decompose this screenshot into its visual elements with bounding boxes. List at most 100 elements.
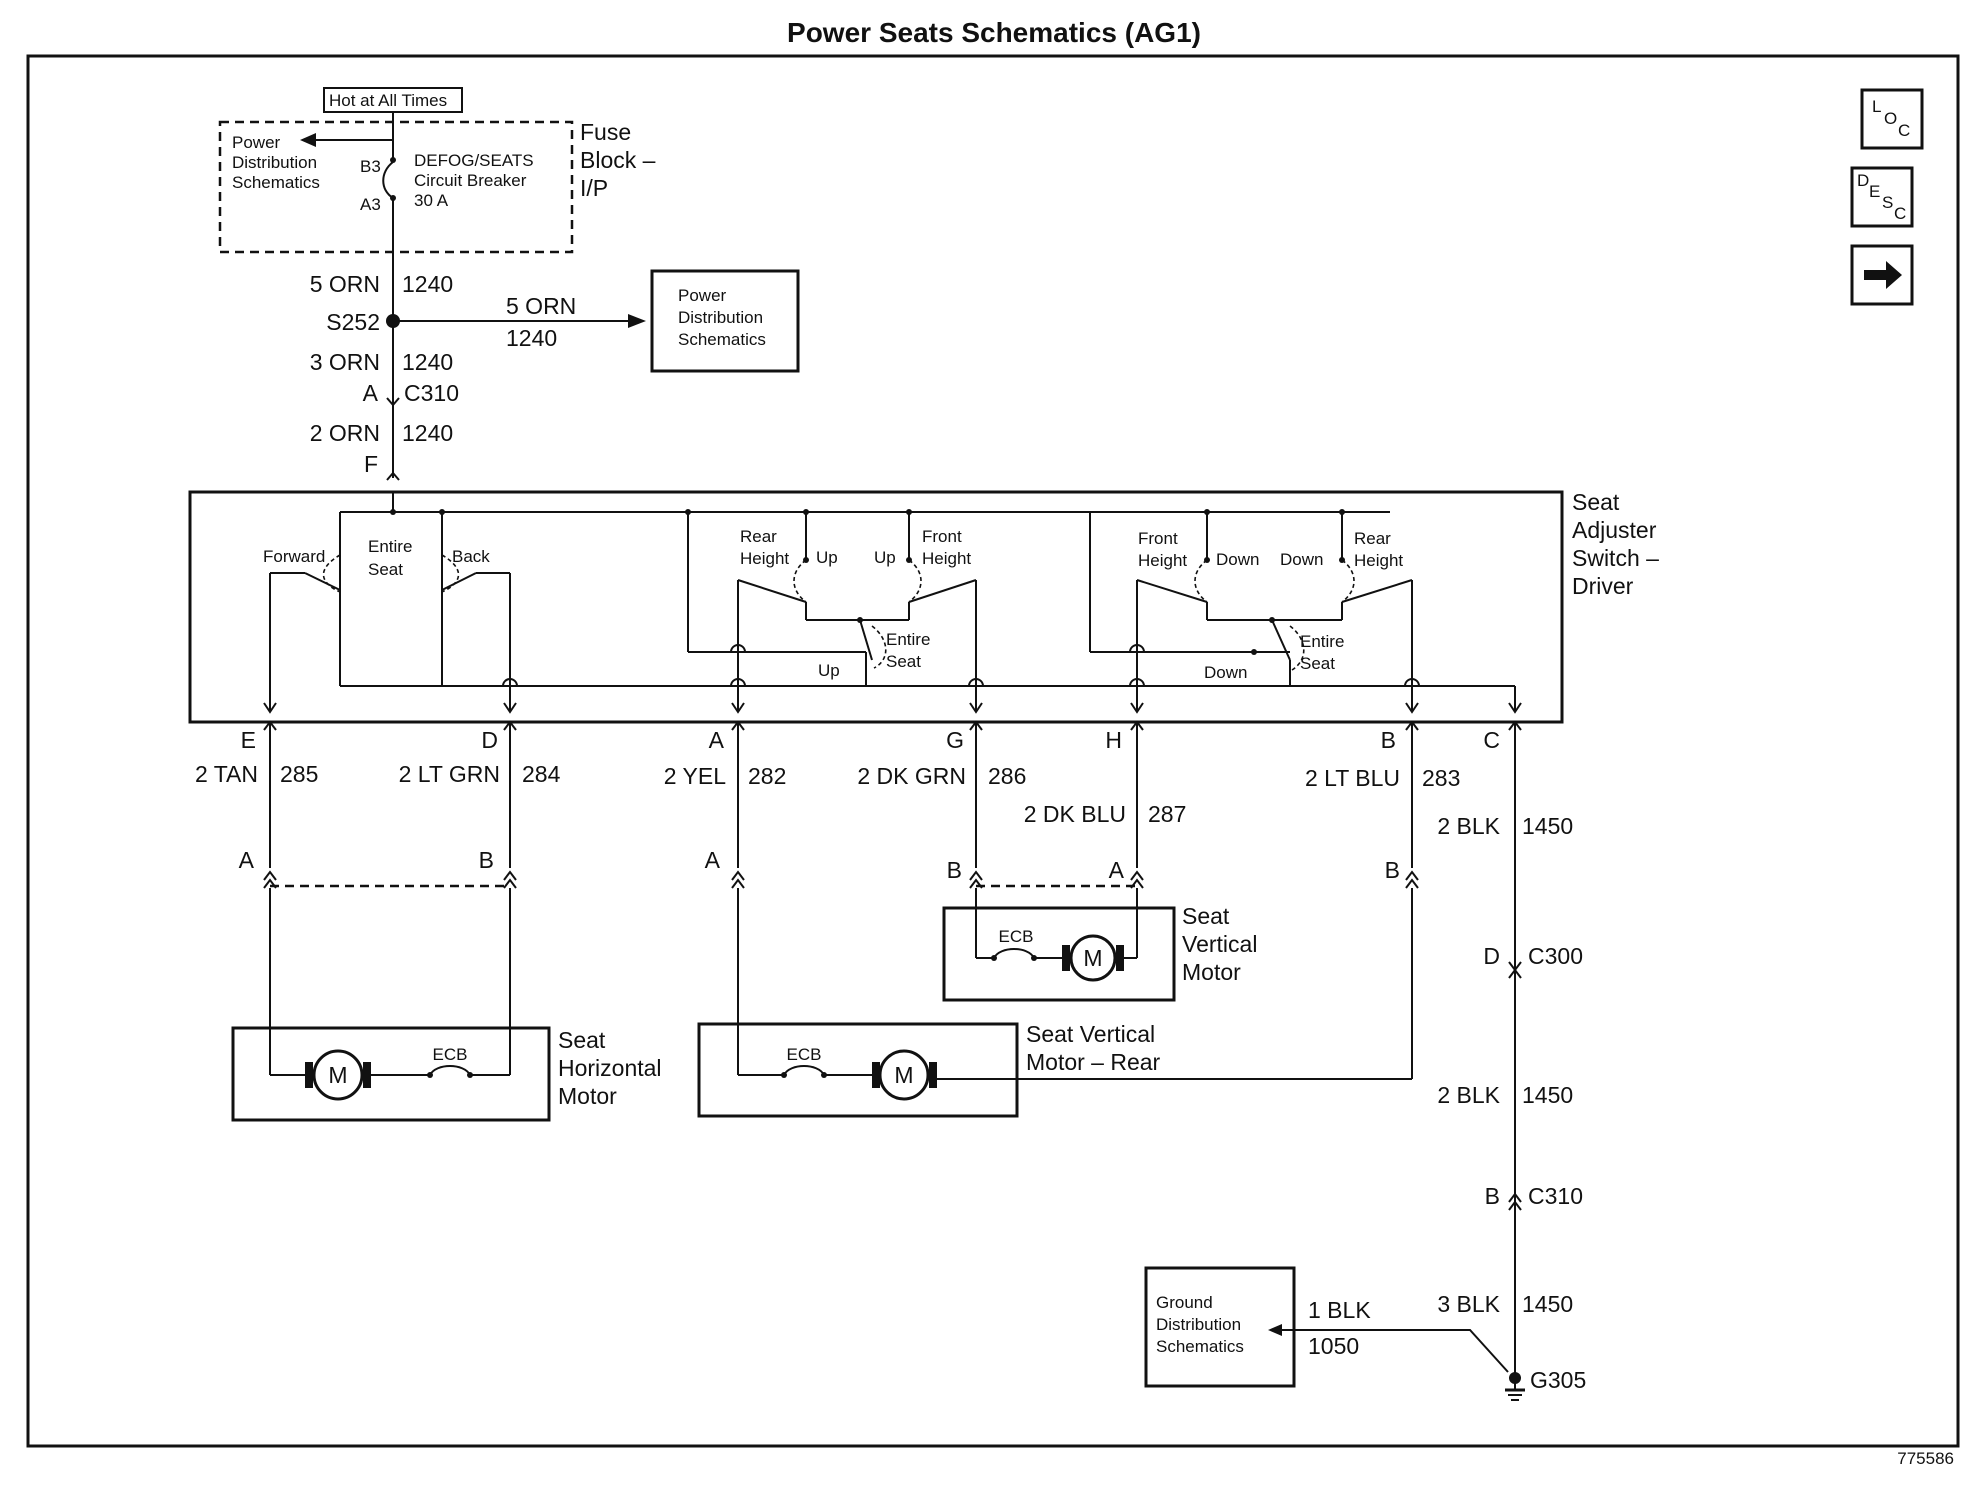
desc-s-letter: S — [1882, 193, 1893, 212]
ground-wire-3-gauge: 3 BLK — [1437, 1291, 1500, 1317]
wire-d-pin: D — [481, 727, 498, 753]
breaker-label-2: Circuit Breaker — [414, 171, 527, 190]
seat-vertical-motor-box — [942, 906, 1176, 1002]
hot-at-all-times-label: Hot at All Times — [329, 91, 447, 110]
rear-motor-m: M — [894, 1062, 913, 1088]
switch-label-down-3: Down — [1204, 663, 1247, 682]
switch-label-entire-seat-2a: Entire — [886, 630, 930, 649]
horizontal-motor-label-2: Horizontal — [558, 1055, 662, 1081]
fuse-block-label-1: Fuse — [580, 119, 631, 145]
wire-d-gauge: 2 LT GRN — [399, 761, 500, 787]
ground-point-label: G305 — [1530, 1367, 1586, 1393]
switch-label-entire-seat-3a: Entire — [1300, 632, 1344, 651]
seat-horizontal-motor-box — [231, 1026, 551, 1122]
horizontal-motor-m: M — [328, 1062, 347, 1088]
feed-wire-1-gauge: 5 ORN — [310, 271, 380, 297]
switch-label-down-1: Down — [1216, 550, 1259, 569]
switch-label-entire-seat-1a: Entire — [368, 537, 412, 556]
horizontal-ecb-symbol — [429, 1065, 471, 1076]
loc-l-letter: L — [1872, 97, 1881, 116]
arrow-left-icon — [1268, 1324, 1282, 1336]
c310-top-pin: A — [363, 380, 379, 406]
loc-c-letter: C — [1898, 121, 1910, 140]
c310-top-label: C310 — [404, 380, 459, 406]
wire-c-gauge: 2 BLK — [1437, 813, 1500, 839]
wire-c-pin: C — [1483, 727, 1500, 753]
switch-label-front-height-a: Front — [922, 527, 962, 546]
fuse-pin-b3: B3 — [360, 157, 381, 176]
switch-label-1: Seat — [1572, 489, 1620, 515]
vertical-motor-symbol — [1069, 934, 1117, 982]
loc-button[interactable]: L O C — [1860, 88, 1924, 150]
wire-h-gauge: 2 DK BLU — [1024, 801, 1126, 827]
horizontal-motor-label-3: Motor — [558, 1083, 617, 1109]
fuse-pds-label-2: Distribution — [232, 153, 317, 172]
feed-wire-3-gauge: 2 ORN — [310, 420, 380, 446]
switch-label-2: Adjuster — [1572, 517, 1657, 543]
horizontal-motor-label-1: Seat — [558, 1027, 606, 1053]
arrow-right-icon — [628, 314, 646, 328]
ground-wire-2-circuit: 1450 — [1522, 1082, 1573, 1108]
vertical-motor-m: M — [1083, 945, 1102, 971]
pd-box-label-1: Power — [678, 286, 727, 305]
splice-s252-label: S252 — [326, 309, 380, 335]
ground-distribution-box — [1144, 1266, 1296, 1388]
fuse-block-label-2: Block – — [580, 147, 656, 173]
seat-vertical-motor-rear-box — [697, 1022, 1019, 1118]
rear-motor-label-2: Motor – Rear — [1026, 1049, 1161, 1075]
arrow-left-icon — [300, 133, 316, 147]
c310-bottom-label: C310 — [1528, 1183, 1583, 1209]
seat-adjuster-switch-box — [188, 490, 1564, 724]
horizontal-pin-a: A — [239, 847, 255, 873]
ground-box-label-1: Ground — [1156, 1293, 1213, 1312]
right-arrow-icon — [1864, 261, 1902, 289]
feed-wire-2-circuit: 1240 — [402, 349, 453, 375]
wire-h-pin: H — [1105, 727, 1122, 753]
desc-button[interactable]: D E S C — [1850, 166, 1914, 228]
rear-motor-symbol — [878, 1049, 930, 1101]
fuse-pds-label-3: Schematics — [232, 173, 320, 192]
wire-h-circuit: 287 — [1148, 801, 1186, 827]
switch-label-rear-height-2b: Height — [1354, 551, 1403, 570]
feed-wire-1-circuit: 1240 — [402, 271, 453, 297]
figure-number: 775586 — [1897, 1449, 1954, 1468]
power-distribution-box — [650, 269, 800, 373]
switch-label-3: Switch – — [1572, 545, 1659, 571]
rear-ecb-label: ECB — [787, 1045, 822, 1064]
ground-box-label-2: Distribution — [1156, 1315, 1241, 1334]
wire-e-pin: E — [241, 727, 256, 753]
wire-g-circuit: 286 — [988, 763, 1026, 789]
switch-label-entire-seat-1b: Seat — [368, 560, 403, 579]
wire-d-circuit: 284 — [522, 761, 561, 787]
vertical-motor-label-1: Seat — [1182, 903, 1230, 929]
switch-label-up-3: Up — [818, 661, 840, 680]
vertical-ecb-label: ECB — [999, 927, 1034, 946]
rear-return-pin-b: B — [1385, 857, 1400, 883]
c300-pin: D — [1483, 943, 1500, 969]
wire-a-circuit: 282 — [748, 763, 786, 789]
switch-label-front-height-2b: Height — [1138, 551, 1187, 570]
feed-wire-2-gauge: 3 ORN — [310, 349, 380, 375]
horizontal-pin-b: B — [479, 847, 494, 873]
feed-wire-3-circuit: 1240 — [402, 420, 453, 446]
vertical-motor-label-3: Motor — [1182, 959, 1241, 985]
wire-b-circuit: 283 — [1422, 765, 1460, 791]
switch-label-entire-seat-3b: Seat — [1300, 654, 1335, 673]
next-button[interactable] — [1850, 244, 1914, 306]
ground-strap-circuit: 1050 — [1308, 1333, 1359, 1359]
horizontal-ecb-label: ECB — [433, 1045, 468, 1064]
pd-box-label-3: Schematics — [678, 330, 766, 349]
breaker-label-1: DEFOG/SEATS — [414, 151, 534, 170]
vertical-pin-a: A — [1109, 857, 1125, 883]
switch-label-forward: Forward — [263, 547, 325, 566]
wire-a-gauge: 2 YEL — [664, 763, 726, 789]
switch-label-rear-height-2a: Rear — [1354, 529, 1391, 548]
page-title: Power Seats Schematics (AG1) — [787, 17, 1201, 48]
ground-symbol-icon — [1505, 1378, 1525, 1401]
pd-box-label-2: Distribution — [678, 308, 763, 327]
fuse-block-label-3: I/P — [580, 175, 608, 201]
breaker-label-3: 30 A — [414, 191, 449, 210]
switch-label-4: Driver — [1572, 573, 1634, 599]
fuse-pds-label-1: Power — [232, 133, 281, 152]
